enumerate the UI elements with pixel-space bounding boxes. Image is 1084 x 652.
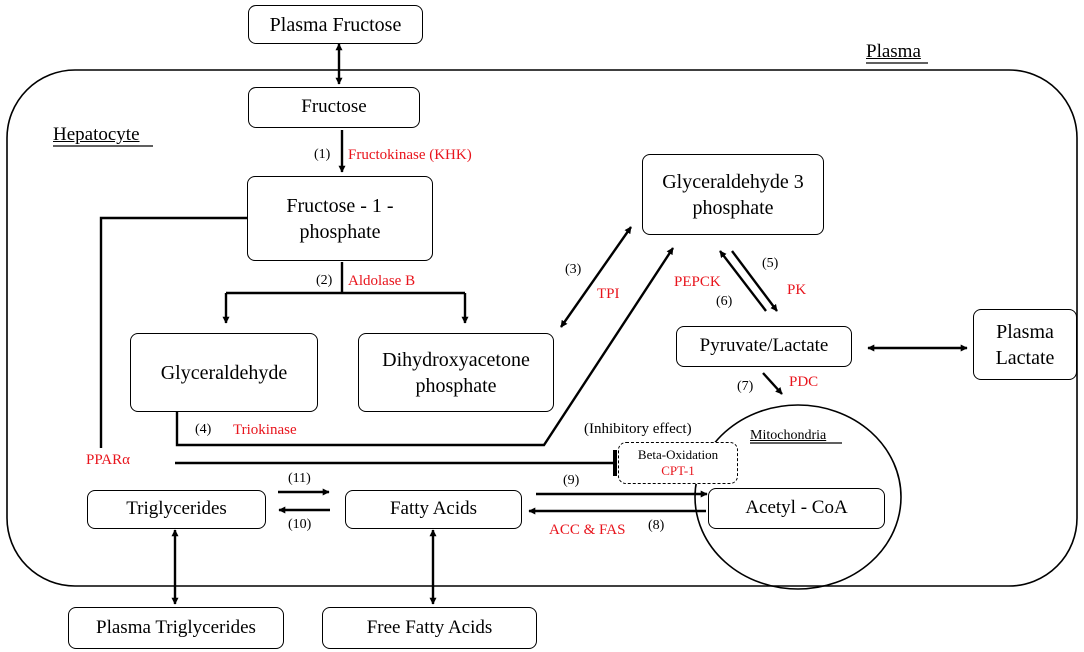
step-10-label: (10) [288, 517, 312, 532]
plasma-lactate-line2: Lactate [995, 346, 1055, 369]
plasma-fructose-text: Plasma Fructose [269, 13, 402, 36]
pk-label: PK [787, 282, 807, 298]
step-9-label: (9) [563, 473, 580, 488]
free-fatty-acids-text: Free Fatty Acids [366, 616, 493, 638]
plasma-label: Plasma [866, 41, 921, 62]
dihydroxyacetone-phosphate-box: Dihydroxyacetone phosphate [358, 333, 554, 412]
fructose-1-phosphate-line2: phosphate [299, 220, 381, 243]
arrow-step-5 [731, 250, 778, 312]
beta-oxidation-text: Beta-Oxidation [637, 446, 719, 462]
plasma-triglycerides-text: Plasma Triglycerides [96, 616, 256, 638]
pdc-label: PDC [789, 374, 819, 390]
step-11-label: (11) [288, 471, 311, 486]
beta-oxidation-box: Beta-Oxidation CPT-1 [618, 442, 738, 484]
arrow-step-6 [719, 250, 767, 312]
arrow-step-7 [762, 372, 783, 395]
arrow-step-3 [560, 226, 632, 328]
aldolase-b-label: Aldolase B [348, 273, 416, 289]
step-6-label: (6) [716, 294, 733, 309]
inhibitory-effect-label: (Inhibitory effect) [584, 421, 692, 437]
mitochondria-label: Mitochondria [750, 428, 827, 443]
fatty-acids-box: Fatty Acids [345, 490, 522, 529]
glyceraldehyde-3-phosphate-box: Glyceraldehyde 3 phosphate [642, 154, 824, 235]
step-1-label: (1) [314, 147, 331, 162]
step-7-label: (7) [737, 379, 754, 394]
fatty-acids-text: Fatty Acids [389, 498, 478, 520]
g3p-line1: Glyceraldehyde 3 [662, 170, 804, 193]
free-fatty-acids-box: Free Fatty Acids [322, 607, 537, 649]
triokinase-label: Triokinase [233, 422, 297, 438]
hepatocyte-boundary [6, 69, 1078, 587]
fructose-text: Fructose [301, 96, 367, 118]
pepck-label: PEPCK [674, 274, 721, 290]
mitochondria-boundary [694, 404, 902, 590]
fructose-1-phosphate-box: Fructose - 1 - phosphate [247, 176, 433, 261]
step-8-label: (8) [648, 518, 665, 533]
dhap-line2: phosphate [415, 374, 497, 397]
ppar-alpha-label: PPARα [84, 452, 133, 468]
plasma-fructose-box: Plasma Fructose [248, 5, 423, 44]
triglycerides-text: Triglycerides [126, 498, 227, 520]
step-3-label: (3) [565, 262, 582, 277]
khk-label: Fructokinase (KHK) [348, 147, 472, 163]
dhap-line1: Dihydroxyacetone [382, 348, 530, 371]
pyruvate-lactate-text: Pyruvate/Lactate [699, 335, 829, 357]
cpt1-text: CPT-1 [661, 463, 695, 478]
g3p-line2: phosphate [692, 196, 774, 219]
triglycerides-box: Triglycerides [87, 490, 266, 529]
plasma-triglycerides-box: Plasma Triglycerides [68, 607, 284, 649]
acetyl-coa-text: Acetyl - CoA [745, 497, 848, 519]
ppar-line [99, 216, 247, 448]
step-4-label: (4) [195, 422, 212, 437]
pyruvate-lactate-box: Pyruvate/Lactate [676, 326, 852, 367]
step-5-label: (5) [762, 256, 779, 271]
hepatocyte-label: Hepatocyte [53, 124, 140, 145]
step-2-label: (2) [316, 273, 333, 288]
acetyl-coa-box: Acetyl - CoA [708, 488, 885, 529]
glyceraldehyde-text: Glyceraldehyde [160, 361, 288, 384]
glyceraldehyde-box: Glyceraldehyde [130, 333, 318, 412]
fructose-1-phosphate-line1: Fructose - 1 - [286, 194, 394, 217]
fructose-box: Fructose [248, 87, 420, 128]
plasma-lactate-box: Plasma Lactate [973, 309, 1077, 380]
plasma-lactate-line1: Plasma [996, 320, 1054, 343]
arrow-step-4 [175, 247, 675, 447]
tpi-label: TPI [597, 286, 620, 302]
acc-fas-label: ACC & FAS [549, 522, 626, 538]
